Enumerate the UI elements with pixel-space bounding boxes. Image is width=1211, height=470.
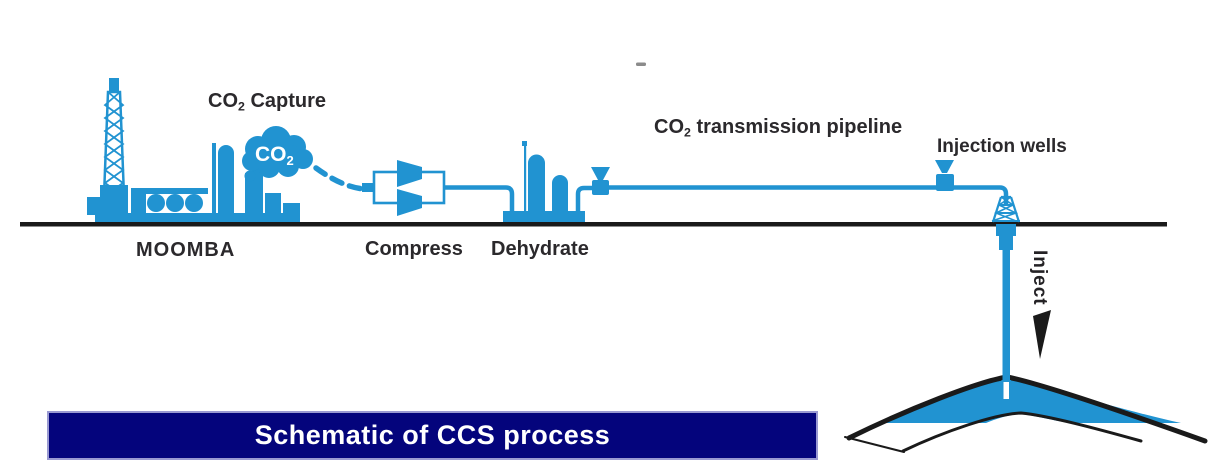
title-banner: Schematic of CCS process — [47, 411, 818, 460]
pipe-compressor-dehydrator — [444, 185, 515, 213]
inject-arrow-icon — [1033, 310, 1051, 359]
co2-capture-label: CO2 Capture — [208, 90, 327, 114]
transmission-pipeline — [609, 185, 1009, 204]
dehydrator-icon — [503, 141, 585, 222]
wellbore-icon — [996, 224, 1016, 401]
injection-wells-label: Injection wells — [937, 136, 1067, 157]
page-title: Schematic of CCS process — [254, 420, 611, 450]
derrick-icon — [991, 195, 1021, 223]
cloud-co2-label: CO2 — [255, 143, 294, 168]
capture-flow-dashed-line — [313, 165, 367, 192]
dehydrate-label: Dehydrate — [491, 238, 589, 260]
moomba-label: MOOMBA — [136, 239, 236, 261]
inject-label: Inject — [1028, 250, 1050, 306]
stray-mark — [636, 62, 646, 66]
valve-icon — [591, 167, 610, 195]
compress-label: Compress — [365, 238, 463, 260]
co2-cloud-icon — [242, 126, 313, 182]
pipe-dehydrator-outlet — [575, 185, 593, 213]
transmission-pipeline-label: CO2 transmission pipeline — [654, 116, 903, 140]
reservoir-dome-icon — [844, 374, 1208, 453]
ground-line — [20, 222, 1167, 227]
compressor-icon — [362, 160, 446, 216]
valve-icon — [935, 160, 954, 191]
